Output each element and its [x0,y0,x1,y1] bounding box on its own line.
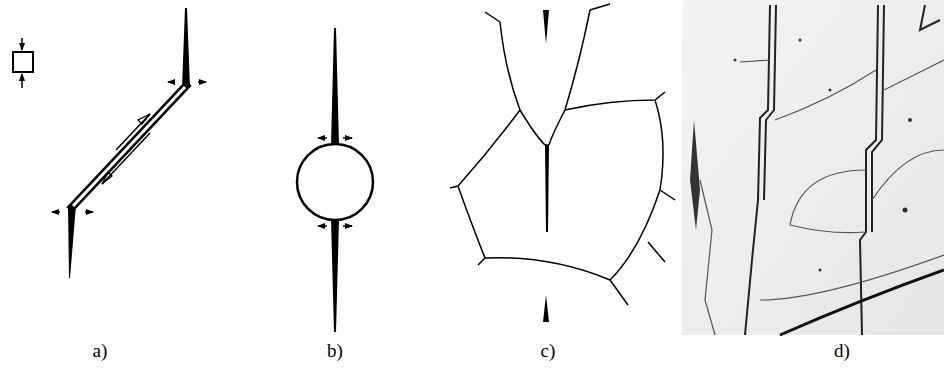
panel-label-holder: b) [327,340,343,362]
panel-label-holder: a) [93,340,108,362]
panel-label-holder: d) [834,340,850,362]
panel-label: d) [834,340,850,361]
panel-label-holder: c) [541,340,556,362]
grain-boundary-crack-figure [450,4,675,322]
panel-label: b) [327,340,343,361]
panel-label: c) [541,340,556,361]
sliding-crack-figure [13,8,206,278]
micrograph-photo [682,0,944,335]
panel-label: a) [93,340,108,361]
pore-crack-figure [297,28,373,332]
